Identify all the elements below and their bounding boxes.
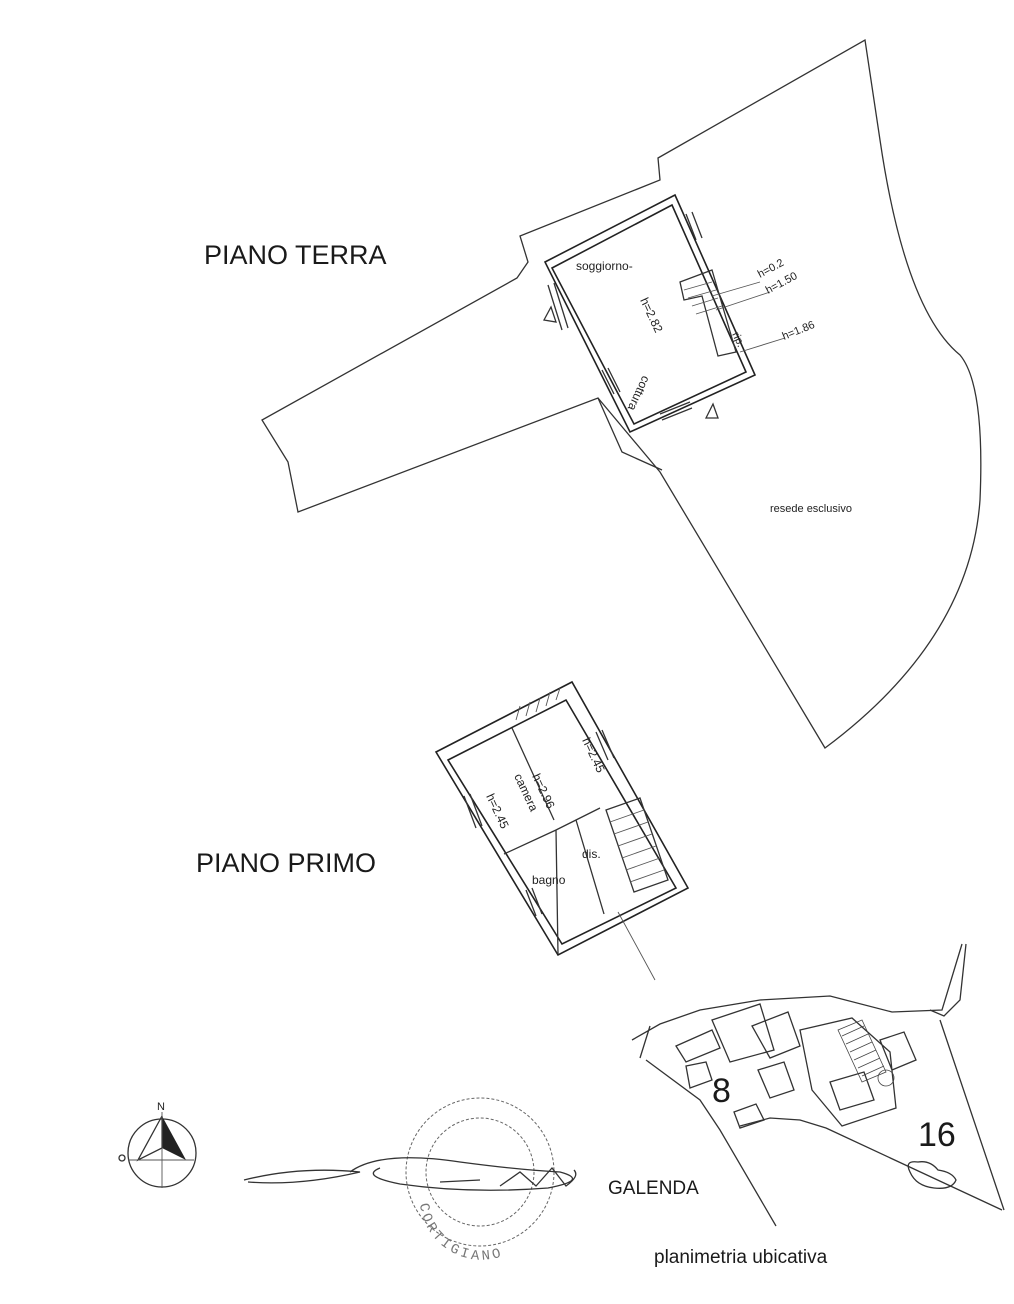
official-stamp: CORTIGIANO: [405, 1097, 555, 1265]
location-map-streets: [631, 943, 1005, 1227]
compass-axis: [128, 1112, 194, 1188]
compass-west-dot: [118, 1154, 126, 1162]
room-label-kitchen: cottura: [625, 374, 653, 413]
ground-stair-block: [679, 269, 737, 357]
signature: [243, 1157, 577, 1191]
compass-north-label: N: [157, 1101, 165, 1113]
compass-arrow-filled-icon: [162, 1116, 186, 1160]
location-block-8: 8: [712, 1072, 731, 1110]
height-label-step-3: h=1.86: [781, 319, 817, 343]
yard-inner-edge: [597, 397, 663, 471]
ground-building-inner-wall: [550, 203, 748, 426]
height-label-main: h=2.82: [637, 295, 665, 335]
ground-door-bottom: [659, 401, 693, 421]
location-map: 8 16 GALENDA planimetria ubicativa: [608, 943, 1005, 1268]
height-leader-lines: [711, 281, 786, 353]
room-label-bathroom: bagno: [532, 873, 566, 887]
height-label-upper-right: h=2.45: [579, 735, 607, 775]
ground-window-bottom: [601, 367, 621, 395]
first-stair-treads: [609, 809, 665, 883]
location-map-pond: [907, 1161, 957, 1189]
ground-window-left: [547, 282, 569, 331]
first-window-bathroom: [525, 887, 543, 917]
first-floor-title: PIANO PRIMO: [196, 848, 376, 878]
ground-window-right: [685, 211, 703, 241]
location-map-hatched-building: [837, 1019, 887, 1083]
exclusive-yard-label: resede esclusivo: [770, 503, 852, 515]
stamp-text: CORTIGIANO: [415, 1202, 506, 1265]
location-map-hatched-circle: [877, 1069, 895, 1087]
room-label-storage: rip.: [729, 330, 746, 349]
location-street-name: GALENDA: [608, 1178, 699, 1199]
north-compass: N: [118, 1101, 197, 1188]
first-building-outer-wall: [434, 680, 690, 957]
room-label-living: soggiorno-: [576, 259, 633, 273]
first-roof-ticks: [515, 687, 561, 721]
ground-building-outer-wall: [543, 193, 757, 434]
first-window-top-right: [595, 729, 615, 761]
first-leader-line: [617, 911, 656, 981]
location-map-buildings: [675, 1003, 917, 1129]
first-window-left: [463, 793, 483, 829]
first-floor-plan: PIANO PRIMO h=2.96 camera h=2.45 h=2.45 …: [196, 680, 690, 981]
ground-floor-plan: PIANO TERRA soggiorno- h=2.82 cottura ri…: [204, 38, 982, 749]
entry-arrow-left-icon: [542, 305, 557, 323]
first-building-inner-wall: [446, 698, 678, 946]
location-block-16: 16: [918, 1116, 956, 1154]
ground-floor-title: PIANO TERRA: [204, 240, 387, 270]
exclusive-yard-outline: [261, 38, 982, 749]
compass-arrow-icon: [136, 1115, 163, 1162]
stair-treads: [683, 281, 723, 315]
first-stair-block: [605, 797, 669, 893]
stamp-inner-ring: [425, 1117, 535, 1227]
first-partition-walls: [503, 727, 605, 955]
entry-arrow-bottom-icon: [704, 402, 719, 419]
room-label-landing: dis.: [582, 847, 601, 861]
location-map-caption: planimetria ubicativa: [654, 1247, 828, 1268]
